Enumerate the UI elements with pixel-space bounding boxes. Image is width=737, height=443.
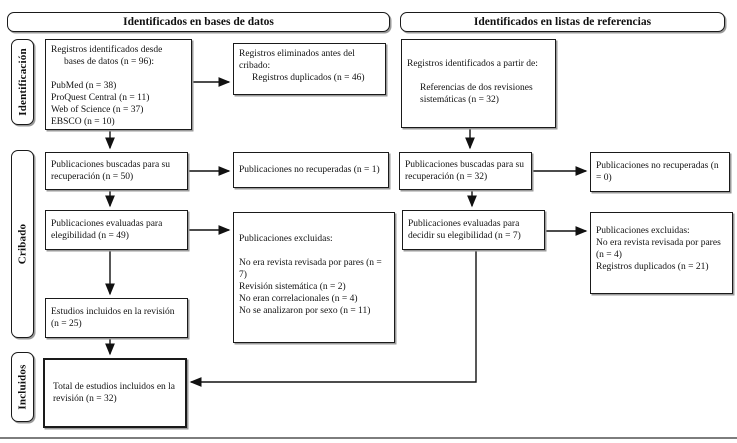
stage-label-screening-text: Cribado [16, 223, 29, 265]
box-pubs-assessed-db: Publicaciones evaluadas para elegibilida… [45, 210, 188, 250]
box-pubs-not-retrieved-db: Publicaciones no recuperadas (n = 1) [233, 152, 389, 188]
pubs-excluded-refs-title: Publicaciones excluidas: [596, 226, 690, 236]
excluded-reason: Revisión sistemática (n = 2) [239, 282, 346, 292]
records-removed-detail: Registros duplicados (n = 46) [252, 73, 365, 83]
records-identified-refs-detail1: Referencias de dos revisiones [420, 83, 533, 93]
excluded-reason: No se analizaron por sexo (n = 11) [239, 306, 371, 316]
box-studies-included: Estudios incluidos en la revisión (n = 2… [45, 298, 188, 338]
box-records-removed: Registros eliminados antes del cribado: … [233, 43, 386, 95]
studies-included-text: Estudios incluidos en la revisión (n = 2… [51, 307, 175, 329]
excluded-reason: No era revista revisada por pares (n = 4… [596, 238, 721, 260]
pubs-sought-db-text: Publicaciones buscadas para su recuperac… [51, 160, 170, 182]
excluded-reason: Registros duplicados (n = 21) [596, 262, 709, 272]
stage-label-included-text: Incluidos [16, 364, 29, 410]
box-pubs-sought-db: Publicaciones buscadas para su recuperac… [45, 152, 188, 190]
box-pubs-assessed-refs: Publicaciones evaluadas para decidir su … [402, 210, 545, 250]
box-total-included: Total de estudios incluidos en la revisi… [43, 358, 187, 428]
stage-label-included: Incluidos [11, 352, 34, 422]
total-included-text: Total de estudios incluidos en la revisi… [53, 382, 176, 404]
source-item: Web of Science (n = 37) [51, 105, 144, 115]
pubs-not-retrieved-db-text: Publicaciones no recuperadas (n = 1) [239, 165, 380, 175]
excluded-reason-list-refs: No era revista revisada por pares (n = 4… [596, 237, 727, 273]
pubs-excluded-db-title: Publicaciones excluidas: [239, 234, 333, 244]
excluded-reason-list-db: No era revista revisada por pares (n = 7… [239, 257, 389, 317]
database-source-list: PubMed (n = 38) ProQuest Central (n = 11… [51, 80, 186, 128]
stage-label-screening: Cribado [11, 150, 34, 338]
pubs-assessed-refs-text: Publicaciones evaluadas para decidir su … [408, 219, 521, 241]
records-removed-line1: Registros eliminados antes del [239, 49, 355, 59]
stage-label-identification: Identificación [11, 39, 34, 125]
header-references: Identificados en listas de referencias [400, 12, 725, 32]
pubs-not-retrieved-refs-text: Publicaciones no recuperadas (n = 0) [596, 161, 719, 183]
records-identified-line1: Registros identificados desde [51, 45, 163, 55]
source-item: EBSCO (n = 10) [51, 117, 115, 127]
header-databases: Identificados en bases de datos [7, 12, 390, 32]
records-identified-refs-detail2: sistemáticas (n = 32) [420, 95, 499, 105]
source-item: PubMed (n = 38) [51, 81, 117, 91]
box-pubs-not-retrieved-refs: Publicaciones no recuperadas (n = 0) [590, 152, 730, 192]
records-removed-line2: cribado: [239, 61, 271, 71]
excluded-reason: No eran correlacionales (n = 4) [239, 294, 358, 304]
records-identified-refs-title: Registros identificados a partir de: [407, 59, 538, 69]
pubs-sought-refs-text: Publicaciones buscadas para su recuperac… [405, 160, 524, 182]
source-item: ProQuest Central (n = 11) [51, 93, 150, 103]
box-records-identified-db: Registros identificados desde bases de d… [45, 39, 192, 130]
pubs-assessed-db-text: Publicaciones evaluadas para elegibilida… [51, 219, 163, 241]
box-pubs-excluded-db: Publicaciones excluidas: No era revista … [233, 212, 395, 343]
excluded-reason: No era revista revisada por pares (n = 7… [239, 258, 382, 280]
box-records-identified-refs: Registros identificados a partir de: Ref… [401, 39, 556, 128]
records-identified-line2: bases de datos (n = 96): [64, 57, 155, 67]
box-pubs-excluded-refs: Publicaciones excluidas: No era revista … [590, 212, 733, 294]
box-pubs-sought-refs: Publicaciones buscadas para su recuperac… [399, 152, 532, 190]
bottom-divider [0, 437, 737, 439]
stage-label-identification-text: Identificación [16, 48, 29, 116]
